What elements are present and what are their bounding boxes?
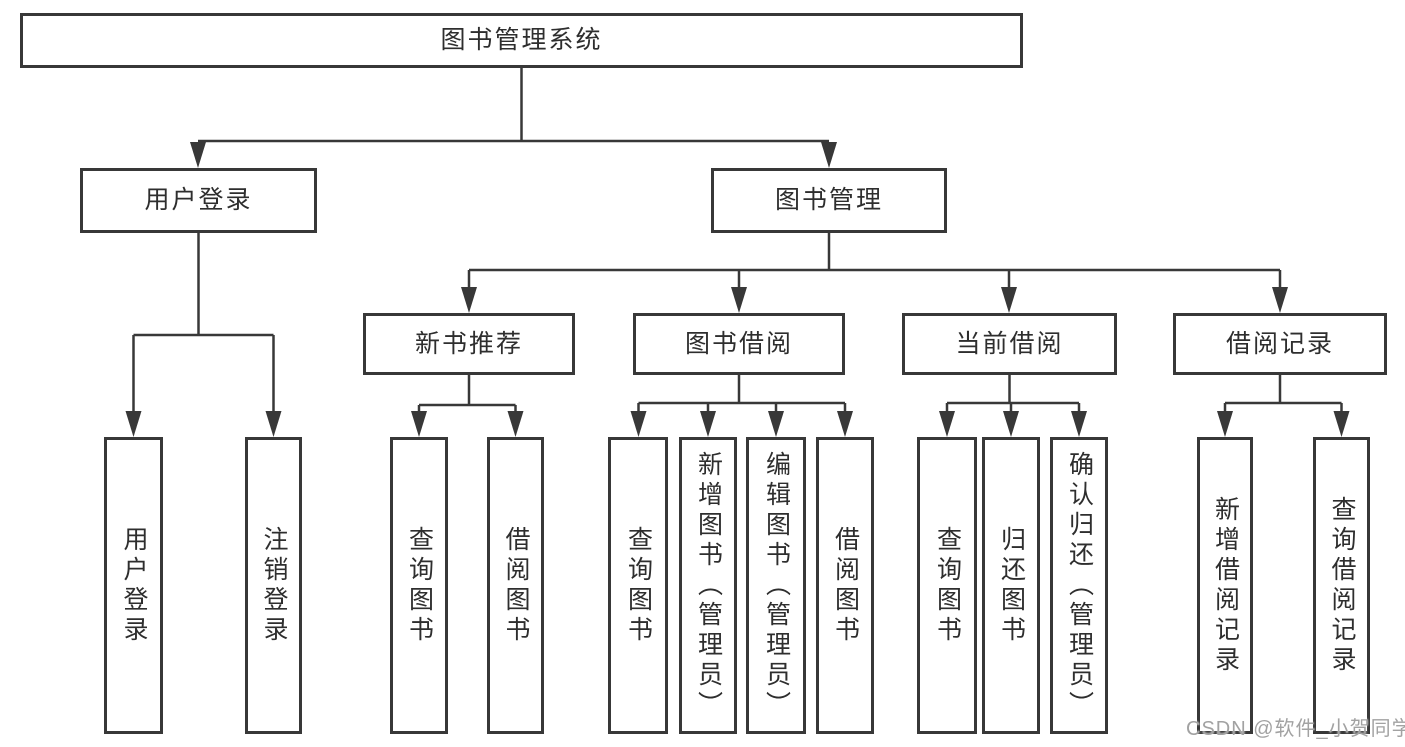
leaf-label: 查询图书 (624, 525, 653, 646)
leaf-label: 查询图书 (933, 525, 962, 646)
leaf-user-login: 用户登录 (104, 437, 163, 734)
leaf-label: 注销登录 (260, 525, 288, 646)
leaf-query-books-recommend: 查询图书 (390, 437, 448, 734)
leaf-label: 查询借阅记录 (1328, 495, 1356, 676)
leaf-logout: 注销登录 (245, 437, 302, 734)
leaf-label: 查询图书 (405, 525, 434, 646)
csdn-watermark: CSDN @软件_小贺同学 (1186, 718, 1405, 740)
leaf-label: 用户登录 (120, 525, 148, 646)
node-label: 图书管理系统 (440, 26, 603, 54)
leaf-return-book: 归还图书 (982, 437, 1040, 734)
leaf-label: 新增借阅记录 (1211, 495, 1240, 676)
node-label: 借阅记录 (1225, 329, 1334, 358)
leaf-label: 借阅图书 (502, 525, 530, 646)
node-label: 当前借阅 (955, 329, 1064, 358)
leaf-query-borrow-record: 查询借阅记录 (1313, 437, 1370, 734)
node-current-borrowing: 当前借阅 (902, 313, 1117, 375)
leaf-label: 借阅图书 (831, 525, 860, 646)
leaf-edit-book-admin: 编辑图书（管理员） (746, 437, 806, 734)
node-borrow-records: 借阅记录 (1173, 313, 1387, 375)
leaf-add-borrow-record: 新增借阅记录 (1197, 437, 1253, 734)
leaf-label: 新增图书（管理员） (694, 450, 723, 721)
leaf-borrow-books: 借阅图书 (816, 437, 874, 734)
node-user-login: 用户登录 (80, 168, 317, 233)
node-label: 图书借阅 (684, 329, 793, 358)
leaf-label: 归还图书 (997, 525, 1026, 646)
leaf-label: 确认归还（管理员） (1065, 450, 1094, 721)
node-label: 图书管理 (774, 186, 883, 214)
node-label: 用户登录 (144, 186, 253, 214)
leaf-query-books-borrowing: 查询图书 (608, 437, 668, 734)
arrowheads (125, 142, 1350, 437)
leaf-add-book-admin: 新增图书（管理员） (679, 437, 737, 734)
leaf-confirm-return-admin: 确认归还（管理员） (1050, 437, 1108, 734)
node-book-borrowing: 图书借阅 (633, 313, 845, 375)
leaf-label: 编辑图书（管理员） (762, 450, 791, 721)
leaf-query-books-current: 查询图书 (917, 437, 977, 734)
node-new-book-recommend: 新书推荐 (363, 313, 575, 375)
node-root-system: 图书管理系统 (20, 13, 1023, 68)
node-book-management: 图书管理 (711, 168, 947, 233)
node-label: 新书推荐 (414, 329, 523, 358)
leaf-borrow-books-recommend: 借阅图书 (487, 437, 544, 734)
